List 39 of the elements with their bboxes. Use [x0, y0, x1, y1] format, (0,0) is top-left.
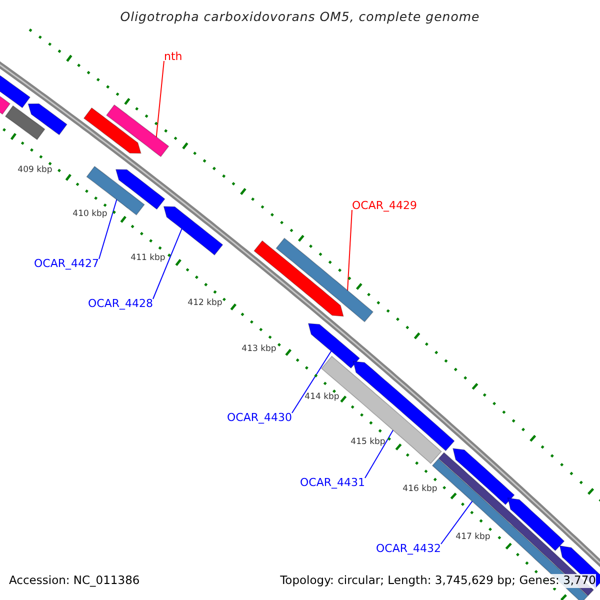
leader-line	[156, 60, 164, 138]
scale-label: 413 kbp	[242, 344, 276, 354]
gene-feature	[4, 105, 46, 140]
leader-line	[440, 500, 473, 544]
leader-line	[292, 350, 332, 414]
gene-feature	[308, 323, 360, 369]
leader-line	[347, 210, 352, 292]
gene-label: OCAR_4430	[227, 411, 292, 424]
gene-feature	[28, 103, 68, 136]
gene-feature	[352, 360, 455, 452]
gene-feature	[83, 107, 142, 154]
gene-label: OCAR_4431	[300, 476, 366, 490]
gene-feature	[163, 206, 224, 256]
gene-feature	[254, 240, 344, 317]
gene-label: OCAR_4432	[376, 542, 442, 556]
gene-feature	[320, 356, 442, 464]
chart-title: Oligotropha carboxidovorans OM5, complete genome	[119, 9, 481, 24]
leader-line	[364, 429, 394, 478]
gene-feature	[507, 498, 565, 552]
gene-feature	[106, 104, 170, 158]
gene-label: OCAR_4428	[88, 297, 154, 310]
gene-feature	[452, 448, 515, 506]
gene-label: OCAR_4427	[34, 257, 100, 270]
gene-label: nth	[164, 50, 182, 64]
leader-line	[152, 228, 182, 300]
scale-label: 412 kbp	[188, 298, 222, 308]
genome-info-text: Topology: circular; Length: 3,745,629 bp; Genes: 3,770	[280, 574, 596, 588]
scale-label: 414 kbp	[304, 392, 340, 402]
scale-label: 409 kbp	[18, 164, 52, 176]
scale-label: 410 kbp	[72, 208, 108, 220]
accession-text: Accession: NC_011386	[9, 574, 140, 588]
leader-line	[98, 198, 118, 260]
scale-label: 411 kbp	[130, 252, 166, 264]
scale-label: 416 kbp	[402, 484, 438, 494]
gene-feature	[276, 238, 374, 322]
gene-feature	[115, 169, 166, 210]
scale-label: 415 kbp	[350, 436, 386, 448]
scale-label: 417 kbp	[456, 532, 490, 542]
gene-label: OCAR_4429	[352, 199, 418, 212]
